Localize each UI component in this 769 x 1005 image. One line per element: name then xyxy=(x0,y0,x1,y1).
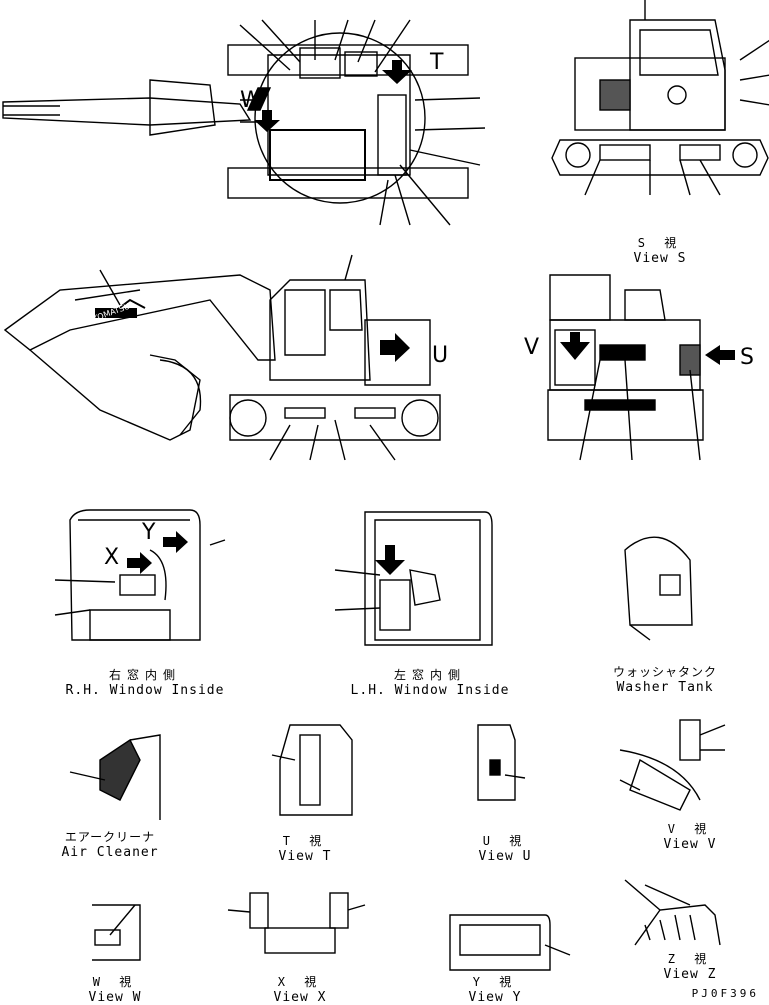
top-plan-view xyxy=(2,19,486,226)
air-cleaner-view xyxy=(69,734,161,820)
marker-t: T xyxy=(430,50,444,75)
rh-window-inside-view xyxy=(54,509,226,641)
view-y-detail xyxy=(449,914,571,971)
view-u-detail xyxy=(477,724,526,801)
drawing-code: PJ0F396 xyxy=(691,987,759,1000)
rear-view-top xyxy=(551,0,769,196)
side-view-excavator xyxy=(3,254,441,461)
marker-w: W xyxy=(240,88,262,113)
marker-v: V xyxy=(524,335,540,360)
marker-x: X xyxy=(104,545,120,570)
view-z-detail xyxy=(624,879,721,946)
marker-y: Y xyxy=(142,520,156,545)
rear-view-main xyxy=(547,274,735,461)
view-x-detail xyxy=(227,892,366,954)
lh-window-inside-view xyxy=(334,511,493,646)
view-v-detail xyxy=(619,719,726,811)
view-w-detail xyxy=(92,904,141,961)
view-t-detail xyxy=(271,724,353,816)
marker-s: S xyxy=(740,345,754,370)
marker-u: U xyxy=(432,343,449,368)
washer-tank-view xyxy=(624,536,693,641)
